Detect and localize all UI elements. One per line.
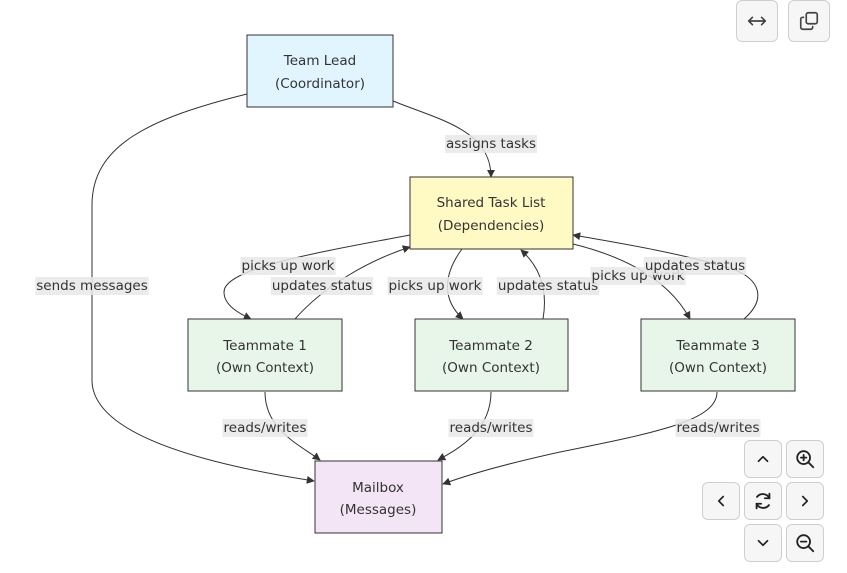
node-teammate-2-box (414, 318, 569, 392)
pan-left-button[interactable] (702, 482, 740, 520)
zoom-in-button[interactable] (786, 440, 824, 478)
edge-label-updates-status-1-text: updates status (272, 278, 372, 294)
edge-label-sends-messages-bg (35, 277, 149, 295)
edge-label-updates-status-2-bg (496, 277, 600, 295)
pan-right-icon (801, 495, 809, 507)
node-mailbox: Mailbox (Messages) (314, 460, 443, 534)
copy-icon (799, 11, 819, 31)
edge-teammate-3-to-mailbox (442, 391, 718, 486)
node-teammate-2-subtitle: (Own Context) (442, 360, 540, 376)
edge-label-reads-writes-2-text: reads/writes (450, 420, 533, 436)
edge-label-picks-up-work-2: picks up work (387, 277, 483, 295)
node-team-lead-subtitle: (Coordinator) (275, 76, 365, 92)
reset-view-button[interactable] (744, 482, 782, 520)
edge-label-picks-up-work-1: picks up work (240, 257, 336, 275)
node-mailbox-box (314, 460, 443, 534)
node-teammate-1-box (187, 318, 343, 392)
edge-labels: sends messages assigns tasks picks up wo… (35, 135, 761, 437)
zoom-out-icon (796, 534, 815, 553)
copy-button[interactable] (788, 0, 830, 42)
edge-label-assigns-tasks: assigns tasks (445, 135, 537, 153)
edge-label-picks-up-work-1-text: picks up work (242, 258, 335, 274)
node-shared-task-list-subtitle: (Dependencies) (438, 218, 545, 234)
edge-label-reads-writes-2: reads/writes (448, 419, 534, 437)
node-mailbox-title: Mailbox (352, 480, 404, 496)
zoom-out-button[interactable] (786, 524, 824, 562)
edge-label-reads-writes-3: reads/writes (675, 419, 761, 437)
edge-label-picks-up-work-1-bg (240, 257, 336, 275)
edge-label-reads-writes-3-text: reads/writes (677, 420, 760, 436)
zoom-in-icon (796, 450, 815, 469)
node-teammate-1-title: Teammate 1 (222, 338, 307, 354)
edge-teammate-1-to-task-list (294, 245, 411, 320)
edge-label-updates-status-3: updates status (643, 257, 747, 275)
node-shared-task-list-box (409, 176, 574, 250)
node-team-lead: Team Lead (Coordinator) (246, 34, 394, 108)
edge-label-assigns-tasks-text: assigns tasks (446, 136, 536, 152)
pan-down-icon (757, 539, 769, 547)
edge-label-reads-writes-3-bg (675, 419, 761, 437)
expand-horizontal-icon (747, 16, 767, 26)
node-teammate-1-subtitle: (Own Context) (216, 360, 314, 376)
node-teammate-1: Teammate 1 (Own Context) (187, 318, 343, 392)
edge-task-list-to-teammate-1 (223, 234, 411, 320)
edge-label-reads-writes-1-text: reads/writes (224, 420, 307, 436)
node-teammate-3-title: Teammate 3 (675, 338, 760, 354)
edge-label-updates-status-3-bg (643, 257, 747, 275)
expand-horizontal-button[interactable] (736, 0, 778, 42)
node-team-lead-title: Team Lead (283, 53, 356, 69)
edge-label-assigns-tasks-bg (445, 135, 537, 153)
edge-label-reads-writes-2-bg (448, 419, 534, 437)
node-team-lead-box (246, 34, 394, 108)
pan-left-icon (717, 495, 725, 507)
edge-label-updates-status-1: updates status (270, 277, 374, 295)
edge-team-lead-to-task-list (392, 100, 495, 178)
pan-up-icon (757, 455, 769, 463)
pan-up-button[interactable] (744, 440, 782, 478)
node-shared-task-list: Shared Task List (Dependencies) (409, 176, 574, 250)
edge-label-updates-status-2: updates status (496, 277, 600, 295)
edge-team-lead-to-mailbox (91, 93, 315, 484)
edge-label-reads-writes-1-bg (222, 419, 308, 437)
node-teammate-3: Teammate 3 (Own Context) (640, 318, 796, 392)
edge-label-sends-messages-text: sends messages (36, 278, 148, 294)
node-teammate-3-box (640, 318, 796, 392)
pan-down-button[interactable] (744, 524, 782, 562)
node-teammate-3-subtitle: (Own Context) (669, 360, 767, 376)
node-mailbox-subtitle: (Messages) (340, 502, 417, 518)
node-shared-task-list-title: Shared Task List (437, 195, 546, 211)
edge-label-updates-status-2-text: updates status (498, 278, 598, 294)
edge-label-picks-up-work-2-text: picks up work (389, 278, 482, 294)
edge-label-reads-writes-1: reads/writes (222, 419, 308, 437)
edge-label-picks-up-work-2-bg (387, 277, 483, 295)
edge-label-sends-messages: sends messages (35, 277, 149, 295)
node-teammate-2: Teammate 2 (Own Context) (414, 318, 569, 392)
edge-label-updates-status-1-bg (270, 277, 374, 295)
edge-label-updates-status-3-text: updates status (645, 258, 745, 274)
node-teammate-2-title: Teammate 2 (448, 338, 533, 354)
reset-view-icon (755, 492, 771, 510)
pan-right-button[interactable] (786, 482, 824, 520)
